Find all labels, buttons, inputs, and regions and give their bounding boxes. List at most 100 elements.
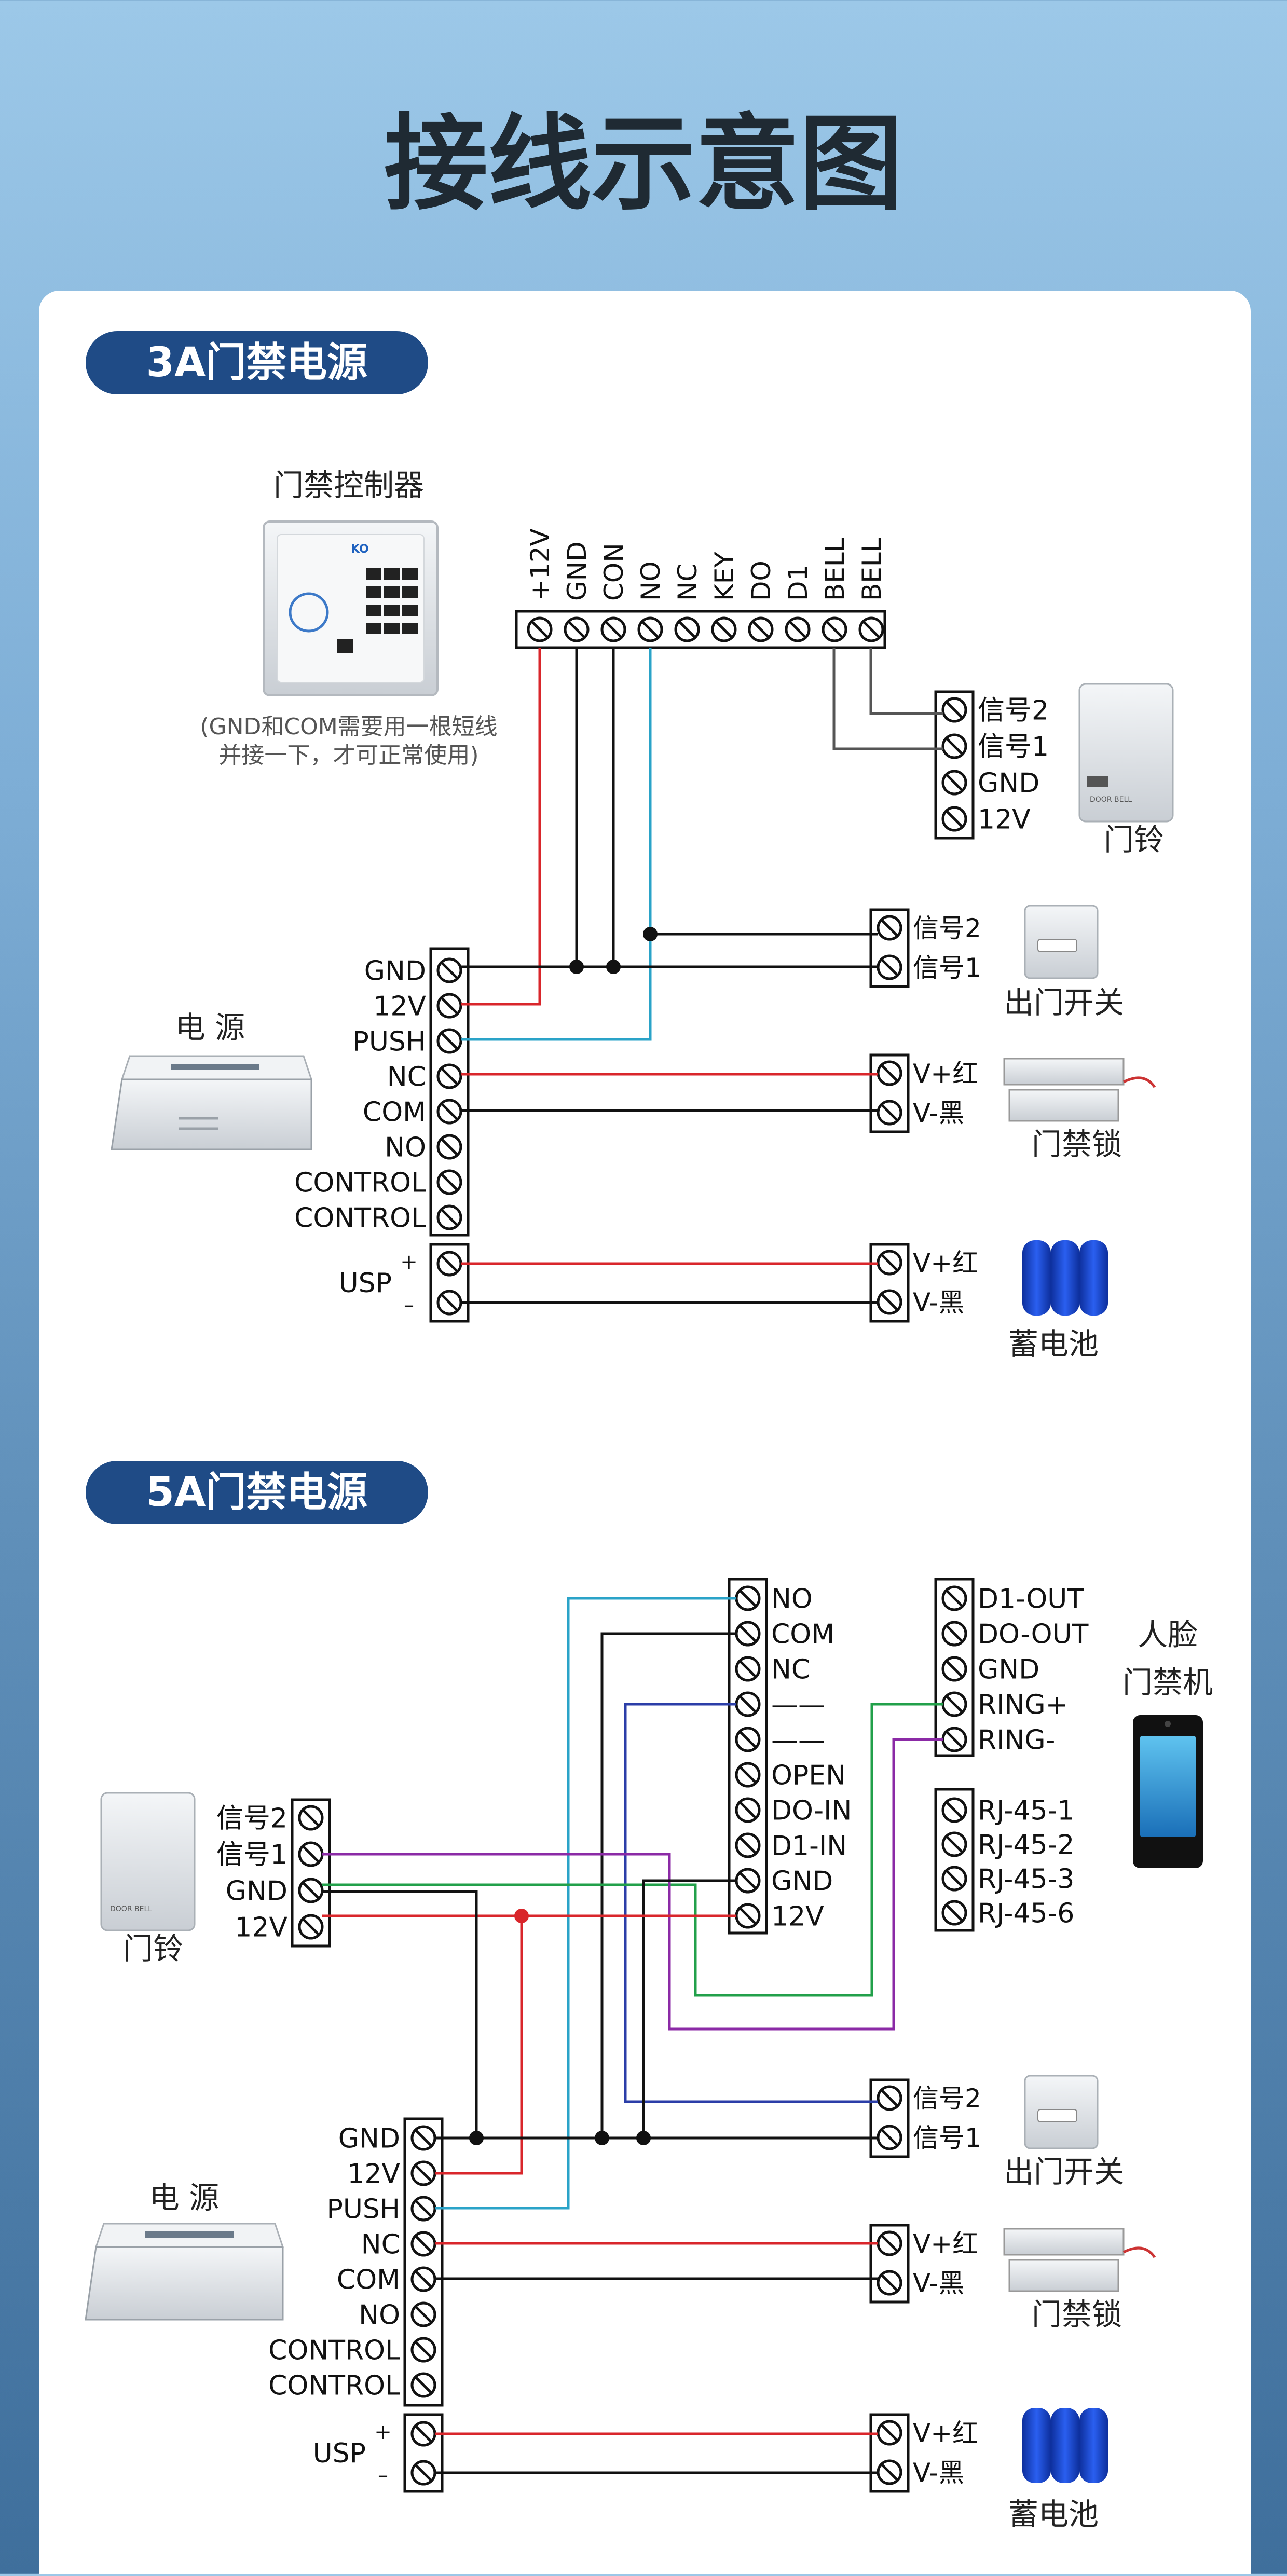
psu3a-usp-minus-screw [436, 1290, 462, 1316]
lock3a-terminal-screw-0 [877, 1060, 902, 1086]
ctrl5a-terminal-screw-8 [735, 1868, 761, 1894]
controller-terminal-label-6: DO [746, 560, 776, 601]
bell5a-terminal-label-3: 12V [235, 1912, 287, 1943]
ctrl5a-terminal-label-8: GND [771, 1866, 833, 1897]
page-title: 接线示意图 [384, 104, 903, 225]
face-a-terminal-screw-0 [941, 1585, 967, 1611]
ctrl5a-terminal-label-3: —— [771, 1690, 825, 1721]
controller-terminal-label-9: BELL [857, 538, 887, 601]
ctrl5a-terminal-label-6: DO-IN [771, 1796, 852, 1827]
psu3a-terminal-label-7: CONTROL [294, 1203, 426, 1234]
batt5a-terminal-screw-0 [877, 2420, 902, 2446]
doorbell-image-5a: DOOR BELL [100, 1792, 196, 1931]
face-a-terminal-screw-2 [941, 1656, 967, 1682]
psu5a-terminal-screw-3 [410, 2231, 436, 2257]
exit-switch-image-3a [1024, 905, 1099, 979]
junction-5a-gnd2 [595, 2131, 609, 2145]
junction-con [606, 960, 621, 974]
psu-label-3a: 电 源 [175, 1010, 245, 1045]
door-lock-image-5a [1003, 2228, 1156, 2292]
psu3a-terminal-label-0: GND [364, 956, 426, 987]
face-b-terminal-screw-2 [941, 1866, 967, 1892]
controller-terminal-screw-4 [674, 616, 700, 642]
face-a-terminal-screw-3 [941, 1691, 967, 1717]
bell5a-terminal-screw-0 [298, 1805, 324, 1831]
doorbell-image-3a: DOOR BELL [1078, 683, 1174, 823]
section-badge-3a-label: 3A门禁电源 [146, 339, 368, 386]
psu3a-terminal-label-5: NO [385, 1132, 426, 1163]
controller-terminal-screw-8 [822, 616, 847, 642]
ctrl5a-terminal-screw-6 [735, 1797, 761, 1823]
controller-terminal-label-2: CON [599, 543, 629, 601]
psu-usp-minus-3a: – [404, 1293, 414, 1317]
svg-text:DOOR BELL: DOOR BELL [110, 1905, 152, 1913]
exit3a-terminal-screw-1 [877, 954, 902, 980]
exit3a-terminal-screw-0 [877, 915, 902, 941]
controller-note-line2: 并接一下，才可正常使用) [218, 742, 478, 769]
psu3a-usp-plus-screw [436, 1251, 462, 1277]
psu3a-terminal-screw-3 [436, 1063, 462, 1089]
psu5a-terminal-label-4: COM [337, 2265, 400, 2296]
battery-image-5a [1022, 2408, 1108, 2483]
controller-terminal-label-4: NC [673, 564, 703, 601]
wire-bell-gnd-black [322, 1890, 478, 2138]
ctrl5a-terminal-screw-0 [735, 1585, 761, 1611]
ctrl5a-terminal-label-9: 12V [771, 1901, 824, 1933]
psu-image-5a [85, 2223, 284, 2321]
bell3a-terminal-screw-2 [941, 770, 967, 796]
psu5a-terminal-label-5: NO [359, 2300, 400, 2331]
controller-terminal-screw-3 [637, 616, 663, 642]
psu-usp-plus-5a: + [374, 2420, 392, 2444]
face-b-terminal-screw-0 [941, 1797, 967, 1823]
psu-usp-plus-3a: + [400, 1250, 418, 1274]
batt3a-terminal-screw-0 [877, 1250, 902, 1276]
controller-note-line1: (GND和COM需要用一根短线 [200, 714, 497, 740]
battery-label-5a: 蓄电池 [1008, 2497, 1099, 2532]
psu3a-terminal-label-2: PUSH [352, 1026, 426, 1058]
psu3a-terminal-label-4: COM [363, 1097, 426, 1128]
exit-switch-image-5a [1024, 2075, 1099, 2149]
bell3a-terminal-label-2: GND [978, 768, 1039, 799]
face-b-terminal-label-3: RJ-45-6 [978, 1898, 1074, 1929]
face-device-label-1: 人脸 [1138, 1617, 1198, 1652]
lock3a-terminal-screw-1 [877, 1100, 902, 1126]
face-b-terminal-screw-1 [941, 1831, 967, 1857]
junction-5a-12v [514, 1909, 529, 1923]
ctrl5a-terminal-screw-9 [735, 1903, 761, 1929]
exit5a-terminal-label-0: 信号2 [913, 2084, 981, 2114]
section-3a: 3A门禁电源 门禁控制器 KO (GND和COM需要用一根短线 并接一下，才可正… [86, 331, 1174, 1362]
controller-label: 门禁控制器 [273, 468, 424, 503]
section-badge-5a-label: 5A门禁电源 [146, 1469, 368, 1516]
exit-switch-label-5a: 出门开关 [1004, 2154, 1124, 2189]
wire-ring-minus-purple [322, 1738, 943, 2031]
psu3a-terminal-screw-2 [436, 1028, 462, 1054]
ctrl5a-terminal-label-7: D1-IN [771, 1831, 847, 1862]
psu-usp-label-5a: USP [313, 2438, 366, 2469]
batt5a-terminal-label-1: V-黑 [913, 2458, 964, 2488]
junction-gnd [569, 960, 584, 974]
wire-bell-signal1 [832, 648, 943, 750]
exit5a-terminal-label-1: 信号1 [913, 2123, 981, 2153]
bell3a-terminal-screw-0 [941, 697, 967, 723]
psu3a-terminal-screw-0 [436, 957, 462, 983]
psu5a-terminal-label-1: 12V [347, 2159, 400, 2190]
battery-image-3a [1022, 1240, 1108, 1316]
face-a-terminal-label-4: RING- [978, 1725, 1055, 1756]
psu5a-usp-plus-screw [410, 2421, 436, 2447]
face-b-terminal-label-0: RJ-45-1 [978, 1796, 1074, 1827]
face-device-label-2: 门禁机 [1122, 1665, 1213, 1700]
ctrl5a-terminal-screw-5 [735, 1762, 761, 1788]
batt3a-terminal-screw-1 [877, 1289, 902, 1315]
lock-label-5a: 门禁锁 [1032, 2297, 1122, 2332]
lock5a-terminal-label-1: V-黑 [913, 2268, 964, 2298]
wire-12v-red [461, 648, 541, 1006]
controller-terminal-screw-7 [785, 616, 811, 642]
face-a-terminal-label-1: DO-OUT [978, 1619, 1089, 1650]
psu5a-terminal-screw-6 [410, 2337, 436, 2363]
face-a-terminal-screw-1 [941, 1621, 967, 1647]
section-badge-3a [86, 331, 428, 394]
psu3a-terminal-label-1: 12V [373, 991, 426, 1022]
